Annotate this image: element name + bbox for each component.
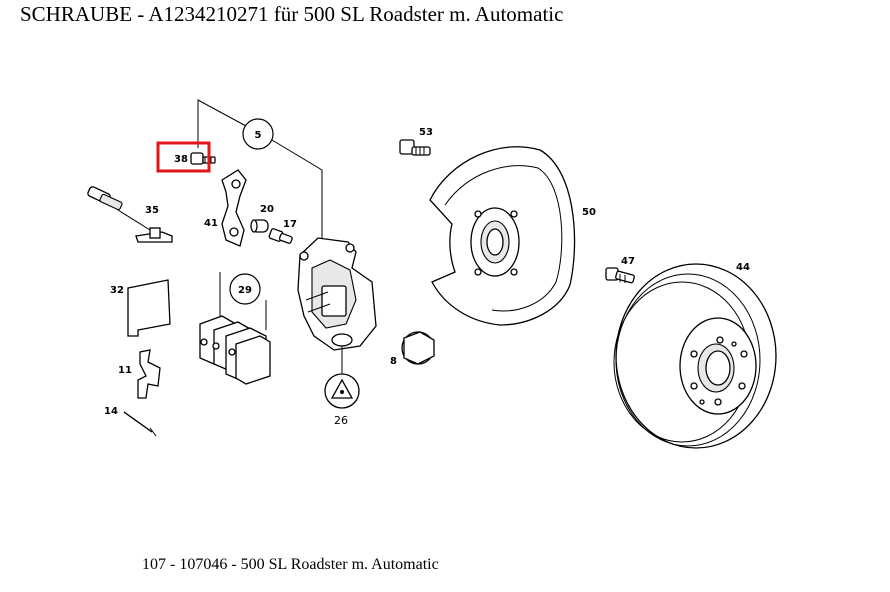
- page-title: SCHRAUBE - A1234210271 für 500 SL Roadst…: [20, 2, 564, 26]
- svg-text:41: 41: [204, 218, 218, 229]
- callout-5[interactable]: 5: [242, 118, 274, 150]
- svg-text:14: 14: [104, 406, 118, 417]
- svg-text:20: 20: [260, 204, 274, 215]
- svg-text:29: 29: [238, 285, 252, 296]
- svg-text:32: 32: [110, 285, 124, 296]
- svg-text:53: 53: [419, 127, 433, 138]
- svg-text:50: 50: [582, 207, 596, 218]
- footer-caption: 107 - 107046 - 500 SL Roadster m. Automa…: [142, 556, 439, 573]
- part-41-bracket-plate[interactable]: 41: [204, 169, 247, 247]
- svg-text:17: 17: [283, 219, 297, 230]
- part-32-anti-squeal-shim[interactable]: 32: [110, 279, 171, 337]
- part-11-spring-clip[interactable]: 11: [118, 349, 161, 399]
- part-14-retaining-pin[interactable]: 14: [104, 406, 157, 437]
- part-35-wear-sensor[interactable]: 35: [87, 186, 173, 243]
- svg-text:11: 11: [118, 365, 132, 376]
- svg-text:47: 47: [621, 256, 635, 267]
- svg-text:26: 26: [334, 414, 348, 427]
- part-8-bearing[interactable]: 8: [390, 331, 435, 367]
- svg-text:44: 44: [736, 262, 750, 273]
- callout-5-leaders: [197, 99, 323, 240]
- part-50-backing-plate[interactable]: 50: [429, 146, 596, 326]
- svg-text:35: 35: [145, 205, 159, 216]
- part-17-bleed-screw[interactable]: 17: [268, 219, 297, 244]
- highlight-box: [156, 141, 211, 173]
- part-47-wheel-bolt[interactable]: 47: [605, 256, 635, 284]
- svg-text:8: 8: [390, 356, 397, 367]
- part-44-brake-disc[interactable]: 44: [613, 262, 777, 449]
- svg-text:5: 5: [255, 130, 262, 141]
- svg-text:38: 38: [174, 154, 188, 165]
- part-53-bolt[interactable]: 53: [399, 127, 433, 156]
- part-20-bushing[interactable]: 20: [250, 204, 274, 233]
- part-26-seal[interactable]: 26: [324, 346, 360, 427]
- brake-caliper[interactable]: [297, 237, 377, 351]
- part-29-brake-pads[interactable]: 29: [199, 272, 271, 385]
